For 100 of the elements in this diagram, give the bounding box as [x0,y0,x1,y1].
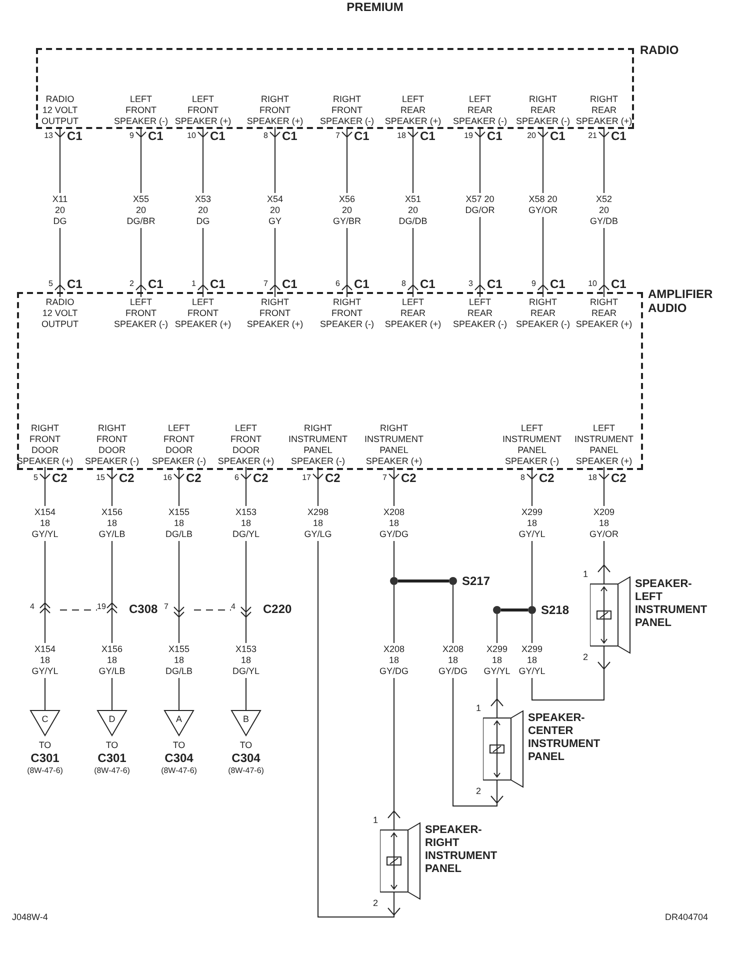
pin-label: RIGHT REAR SPEAKER (-) [516,297,570,330]
wire-label: X57 20 DG/OR [465,193,495,217]
connector-id: C2 [325,471,340,485]
pin-number: 21 [588,131,597,141]
pin-number: 5 [48,279,53,289]
pin-number: 1 [583,569,588,580]
connector-id: C2 [539,471,554,485]
connector-id: C1 [354,129,370,143]
pin-label: RIGHT FRONT SPEAKER (+) [246,297,304,330]
wire-label: X156 18 GY/LB [98,506,126,541]
pin-number: 8 [264,131,268,141]
wire-label: X55 20 DG/BR [126,193,156,228]
wire-label: X51 20 DG/DB [398,193,428,228]
wire [398,580,449,582]
pin-label: RADIO 12 VOLT OUTPUT [42,94,78,127]
drawing-number: DR404704 [665,912,708,923]
pin-number: 2 [476,786,482,797]
wire-label: X53 20 DG [195,193,211,228]
page-reference: (8W-47-6) [27,766,63,776]
pin-number: 19 [464,131,473,141]
pin-number: 1 [373,815,378,826]
connector-id: C1 [611,277,626,291]
wire-label: X155 18 DG/LB [166,643,192,678]
pin-label: LEFT FRONT SPEAKER (-) [114,297,168,330]
wire-label: X209 18 GY/OR [590,506,618,541]
connector-id: C301 [30,751,60,765]
pin-number: 8 [402,279,406,289]
connector-id: C1 [611,129,626,143]
pin-number: 7 [264,279,268,289]
pin-label: LEFT REAR SPEAKER (+) [384,94,442,127]
connector-letter: D [108,714,116,724]
pin-label: LEFT FRONT SPEAKER (+) [174,94,232,127]
splice-dot [528,606,536,614]
pin-number: 4 [231,602,236,612]
pin-number: 2 [373,898,378,909]
connector-id: C1 [67,277,82,291]
pin-number: 13 [44,131,53,141]
connector-letter: C [40,714,50,724]
connector-id: C1 [420,277,436,291]
connector-id: C1 [67,129,82,143]
connector-id: C2 [401,471,416,485]
pin-label: RIGHT FRONT SPEAKER (-) [320,297,374,330]
connector-id: C1 [282,277,298,291]
pin-number: 15 [96,473,105,483]
connector-id: C304 [164,751,194,765]
wire-label: X298 18 GY/LG [304,506,332,541]
connector-id: C304 [232,751,260,765]
pin-number: 9 [130,131,134,141]
component-name: AMPLIFIER AUDIO [648,287,713,315]
pin-label: RIGHT REAR SPEAKER (-) [516,94,570,127]
pin-label: LEFT INSTRUMENT PANEL SPEAKER (+) [574,423,634,467]
reference-text: TO [172,740,186,751]
wire-label: X153 18 DG/YL [232,506,260,541]
wire-label: X299 18 GY/YL [518,506,546,541]
pin-label: LEFT INSTRUMENT PANEL SPEAKER (-) [502,423,562,467]
pin-number: 9 [532,279,536,289]
pin-label: RIGHT INSTRUMENT PANEL SPEAKER (-) [288,423,348,467]
wire-label: X154 18 GY/YL [32,506,58,541]
connector-id: C2 [119,471,134,485]
pin-label: LEFT REAR SPEAKER (-) [453,94,507,127]
component-name: RADIO [640,43,679,57]
pin-number: 7 [164,602,168,612]
wire-label: X208 18 GY/DG [438,643,468,678]
wire-label: X56 20 GY/BR [333,193,361,228]
pin-number: 7 [336,131,340,141]
connector-id: C220 [263,602,292,616]
page-reference: (8W-47-6) [94,766,130,776]
connector-id: C1 [487,129,502,143]
pin-number: 3 [468,279,473,289]
splice-label: S217 [462,574,490,588]
wire [501,608,528,612]
pin-label: LEFT FRONT DOOR SPEAKER (-) [152,423,206,467]
connector-id: C1 [487,277,502,291]
pin-number: 2 [583,652,588,663]
connector-id: C2 [611,471,626,485]
wire-label: X54 20 GY [267,193,283,228]
wire-label: X156 18 GY/LB [98,643,126,678]
connector-id: C308 [129,602,158,616]
splice-dot [449,577,457,585]
reference-text: TO [240,740,252,751]
reference-text: TO [106,740,118,751]
splice-label: S218 [541,603,570,617]
pin-number: 2 [130,279,134,289]
connector-id: C1 [210,277,226,291]
pin-number: 18 [588,473,597,483]
pin-label: LEFT FRONT SPEAKER (+) [174,297,232,330]
connector-id: C1 [354,277,370,291]
connector-id: C2 [253,471,268,485]
pin-number: 20 [527,131,536,141]
wire-label: X299 18 GY/YL [484,643,510,678]
connector-letter: B [242,714,250,724]
page-reference: (8W-47-6) [161,766,197,776]
connector-id: C1 [420,129,436,143]
speaker-label: SPEAKER-LEFT INSTRUMENT PANEL [635,578,708,630]
page-reference: (8W-47-6) [228,766,264,776]
pin-label: LEFT FRONT SPEAKER (-) [114,94,168,127]
connector-id: C2 [186,471,202,485]
connector-letter: A [174,714,183,724]
pin-number: 1 [476,703,482,714]
pin-number: 6 [336,279,340,289]
